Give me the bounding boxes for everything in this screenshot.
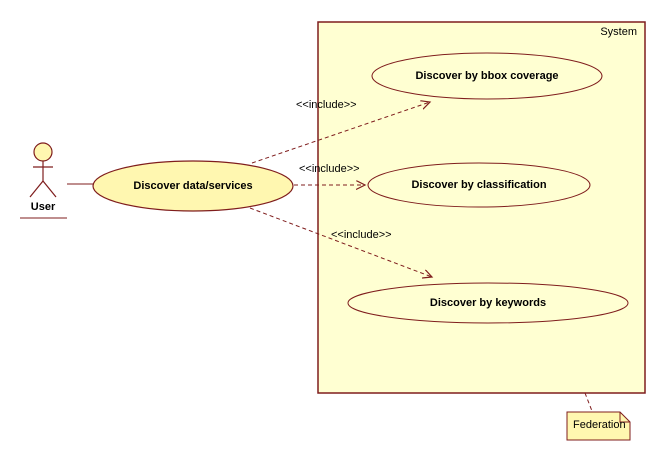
use-case-classification-label: Discover by classification <box>411 179 547 191</box>
actor-head <box>33 142 53 162</box>
actor-user-figure <box>29 142 57 198</box>
include-stereotype-label-keywords: <<include>> <box>331 229 392 241</box>
use-case-bbox-ellipse <box>371 52 603 100</box>
note-connector <box>584 392 593 412</box>
note-fold-corner <box>619 412 630 423</box>
include-arrow-bbox <box>251 102 430 164</box>
include-stereotype-label-bbox: <<include>> <box>296 99 357 111</box>
include-arrow-keywords <box>249 207 432 277</box>
actor-user-label: User <box>30 201 56 213</box>
use-case-main-ellipse <box>92 160 294 212</box>
note-federation-label: Federation <box>573 419 626 431</box>
use-case-main-label: Discover data/services <box>133 180 253 192</box>
note-federation-shape <box>566 411 631 441</box>
system-boundary-label: System <box>600 26 637 38</box>
include-stereotype-label-classification: <<include>> <box>299 163 360 175</box>
use-case-keywords-ellipse <box>347 282 629 324</box>
use-case-bbox-label: Discover by bbox coverage <box>415 70 559 82</box>
use-case-classification-ellipse <box>367 162 591 208</box>
use-case-keywords-label: Discover by keywords <box>429 297 547 309</box>
